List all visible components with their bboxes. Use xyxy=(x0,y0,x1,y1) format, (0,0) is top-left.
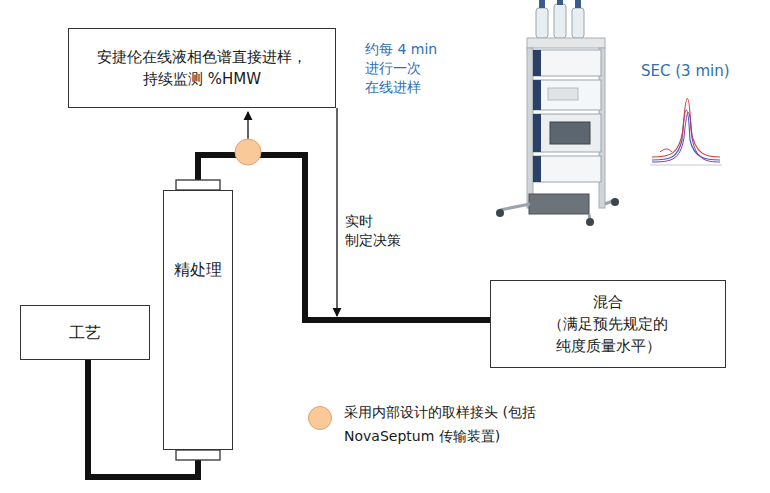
node-label: 精处理 xyxy=(174,259,222,281)
note-label: SEC (3 min) xyxy=(641,62,751,81)
flow-pipe xyxy=(198,155,490,320)
cart-wheel xyxy=(496,209,504,217)
solvent-bottle xyxy=(554,4,566,38)
bottom-tray xyxy=(529,194,589,214)
node-label: 安捷伦在线液相色谱直接进样， 持续监测 %HMW xyxy=(82,46,322,90)
module-panel xyxy=(548,88,578,100)
legend-label: 采用内部设计的取样接头 (包括 NovaSeptum 传输装置) xyxy=(344,400,559,448)
chromatogram-trace xyxy=(660,149,672,152)
node-label: 工艺 xyxy=(69,322,101,344)
node-label: 混合 xyxy=(593,291,623,313)
solvent-bottle xyxy=(536,8,548,38)
module-stripe xyxy=(533,114,541,152)
cart-wheel xyxy=(586,218,594,226)
note-label: 约每 4 min 进行一次 在线进样 xyxy=(365,40,455,97)
hplc-module xyxy=(533,114,601,152)
module-stripe xyxy=(533,50,541,76)
cart-leg xyxy=(500,200,615,220)
hplc-module xyxy=(533,156,601,182)
chromatogram-trace xyxy=(652,110,720,160)
decision-arrow xyxy=(336,108,337,316)
column-box: 精处理 xyxy=(163,190,233,450)
column-cap xyxy=(176,450,220,460)
chart-axis xyxy=(650,165,722,166)
chromatogram-trace xyxy=(652,113,720,163)
chromatogram-trace xyxy=(652,99,720,158)
hplc-module xyxy=(533,80,601,110)
cart-post xyxy=(527,48,533,208)
legend-swatch xyxy=(308,406,332,430)
bottle-cap xyxy=(557,0,563,5)
annotation-label: 实时 制定决策 xyxy=(345,212,415,250)
sampling-arrow xyxy=(247,112,248,139)
sampling-connector xyxy=(235,139,261,165)
module-stripe xyxy=(533,80,541,110)
process-box: 混合（满足预先规定的 纯度质量水平） xyxy=(490,280,726,368)
bottle-cap xyxy=(539,0,545,8)
bottle-cap xyxy=(575,0,581,8)
module-stripe xyxy=(533,156,541,182)
hplc-module xyxy=(533,50,601,76)
hplc-instrument xyxy=(496,0,619,226)
column-cap xyxy=(176,180,220,190)
process-box: 安捷伦在线液相色谱直接进样， 持续监测 %HMW xyxy=(68,28,336,108)
solvent-tray xyxy=(527,38,605,48)
node-note: （满足预先规定的 纯度质量水平） xyxy=(538,313,678,357)
cart-wheel xyxy=(611,198,619,206)
sec-chromatogram xyxy=(650,99,722,166)
process-box: 工艺 xyxy=(20,305,150,360)
module-door xyxy=(550,122,590,144)
solvent-bottle xyxy=(572,8,584,38)
